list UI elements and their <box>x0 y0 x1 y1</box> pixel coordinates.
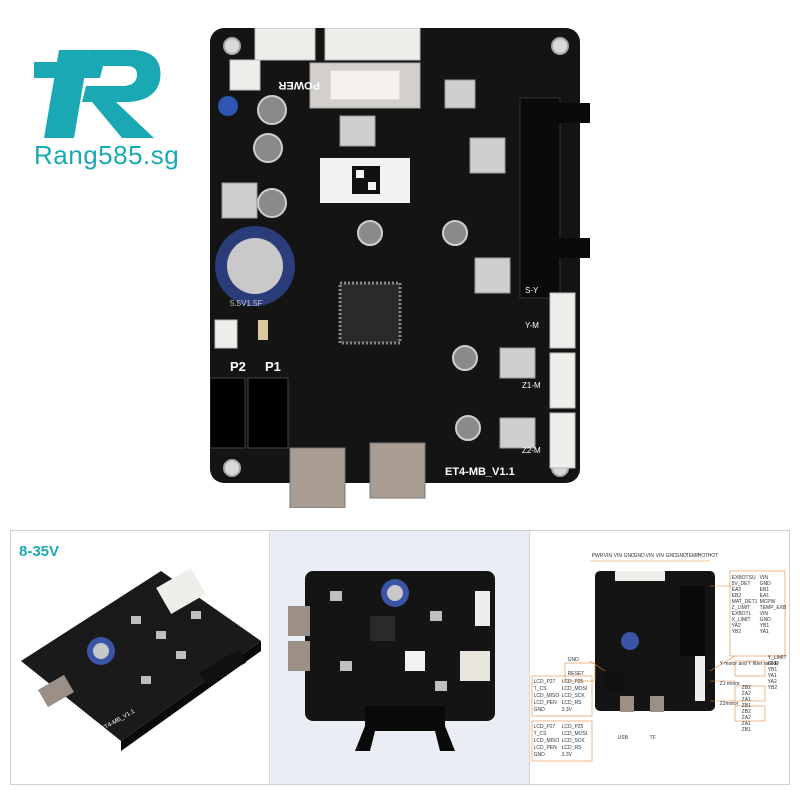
pin-label-temp: TEMP <box>685 553 700 559</box>
motherboard-photo: POWER 5.5V1.5F <box>210 28 590 508</box>
right-small-list: Y_LIMIT GND YB1 YA1 YA2 YB2 <box>767 655 787 691</box>
pin-label-gnd2: GND <box>633 553 645 559</box>
pin-label-hot2: HOT <box>707 553 719 559</box>
lcd-pins-top-a: LCD_P27 T_CS LCD_MISO LCD_PEN GND <box>533 679 560 713</box>
pin-label-vin2: VIN <box>613 553 622 559</box>
motor-label-z2m: Z2-M <box>522 446 541 455</box>
thumbnail-pinout-diagram[interactable]: PWR VIN VIN GND GND VIN VIN GND GND TEMP… <box>529 531 789 784</box>
connector-p1-label: P1 <box>265 359 281 374</box>
pin-label-vin1: VIN <box>603 553 612 559</box>
pin-label-gnd3: GND <box>665 553 677 559</box>
rang-logo-icon <box>34 50 161 138</box>
voltage-label: 8-35V <box>19 543 60 560</box>
motor-label-ym: Y-M <box>525 321 539 330</box>
rotated-board-image <box>288 571 496 751</box>
z2-pin-list: ZB2 ZA2 ZA1 ZB1 <box>741 709 751 733</box>
thumbnail-strip: 8-35V ET4-MB_V1.1 <box>10 530 790 785</box>
thumbnail-angled-view[interactable]: 8-35V ET4-MB_V1.1 <box>11 531 271 784</box>
pin-label-vin4: VIN <box>655 553 664 559</box>
motor-y-label: Y motor and Y fiber rack R <box>719 661 779 667</box>
lcd-pins-bot-b: LCD_P25 LCD_MOSI LCD_SCK LCD_RS 3.3V <box>561 724 588 758</box>
tf-label: TF <box>649 735 656 741</box>
capacitor-label: 5.5V1.5F <box>230 299 263 308</box>
brand-logo: Rang585.sg <box>34 40 204 180</box>
motor-label-z1m: Z1-M <box>522 381 541 390</box>
right-pin-list-2: VIN GND EB1 EA1 MCPW TEMP_EXB VIN GND YB… <box>759 575 787 635</box>
pin-label-gnd1: GND <box>623 553 635 559</box>
gnd-label: GND <box>567 657 579 663</box>
thumbnail-rotated-view[interactable] <box>270 531 530 784</box>
right-pin-list-1: EXBOTSU 5V_DET EA2 EB2 MAT_DET1 Z_LIMIT … <box>731 575 758 635</box>
angled-board-image: ET4-MB_V1.1 <box>21 568 261 751</box>
connector-p2-label: P2 <box>230 359 246 374</box>
pin-label-hot1: HOT <box>697 553 709 559</box>
z1-pin-list: ZB2 ZA2 ZA1 ZB1 <box>741 685 751 709</box>
lcd-pins-top-b: LCD_P25 LCD_MOSI LCD_SCK LCD_RS 3.3V <box>561 679 588 713</box>
power-label: POWER <box>278 79 320 91</box>
usb-label: USB <box>617 735 628 741</box>
pin-label-pwr: PWR <box>591 553 604 559</box>
lcd-pins-bot-a: LCD_P27 T_CS LCD_MISO LCD_PEN GND <box>533 724 560 758</box>
brand-name: Rang585.sg <box>34 140 180 170</box>
pin-label-vin3: VIN <box>645 553 654 559</box>
motor-z1-label: Z1 motor <box>719 681 740 687</box>
reset-label: RESET <box>567 671 585 677</box>
pin-label-gnd4: GND <box>675 553 687 559</box>
board-model-label: ET4-MB_V1.1 <box>445 466 515 478</box>
pinout-board-image <box>531 560 785 762</box>
motor-z2-label: Z2motor <box>719 701 739 707</box>
motor-label-sy: S-Y <box>525 286 539 295</box>
